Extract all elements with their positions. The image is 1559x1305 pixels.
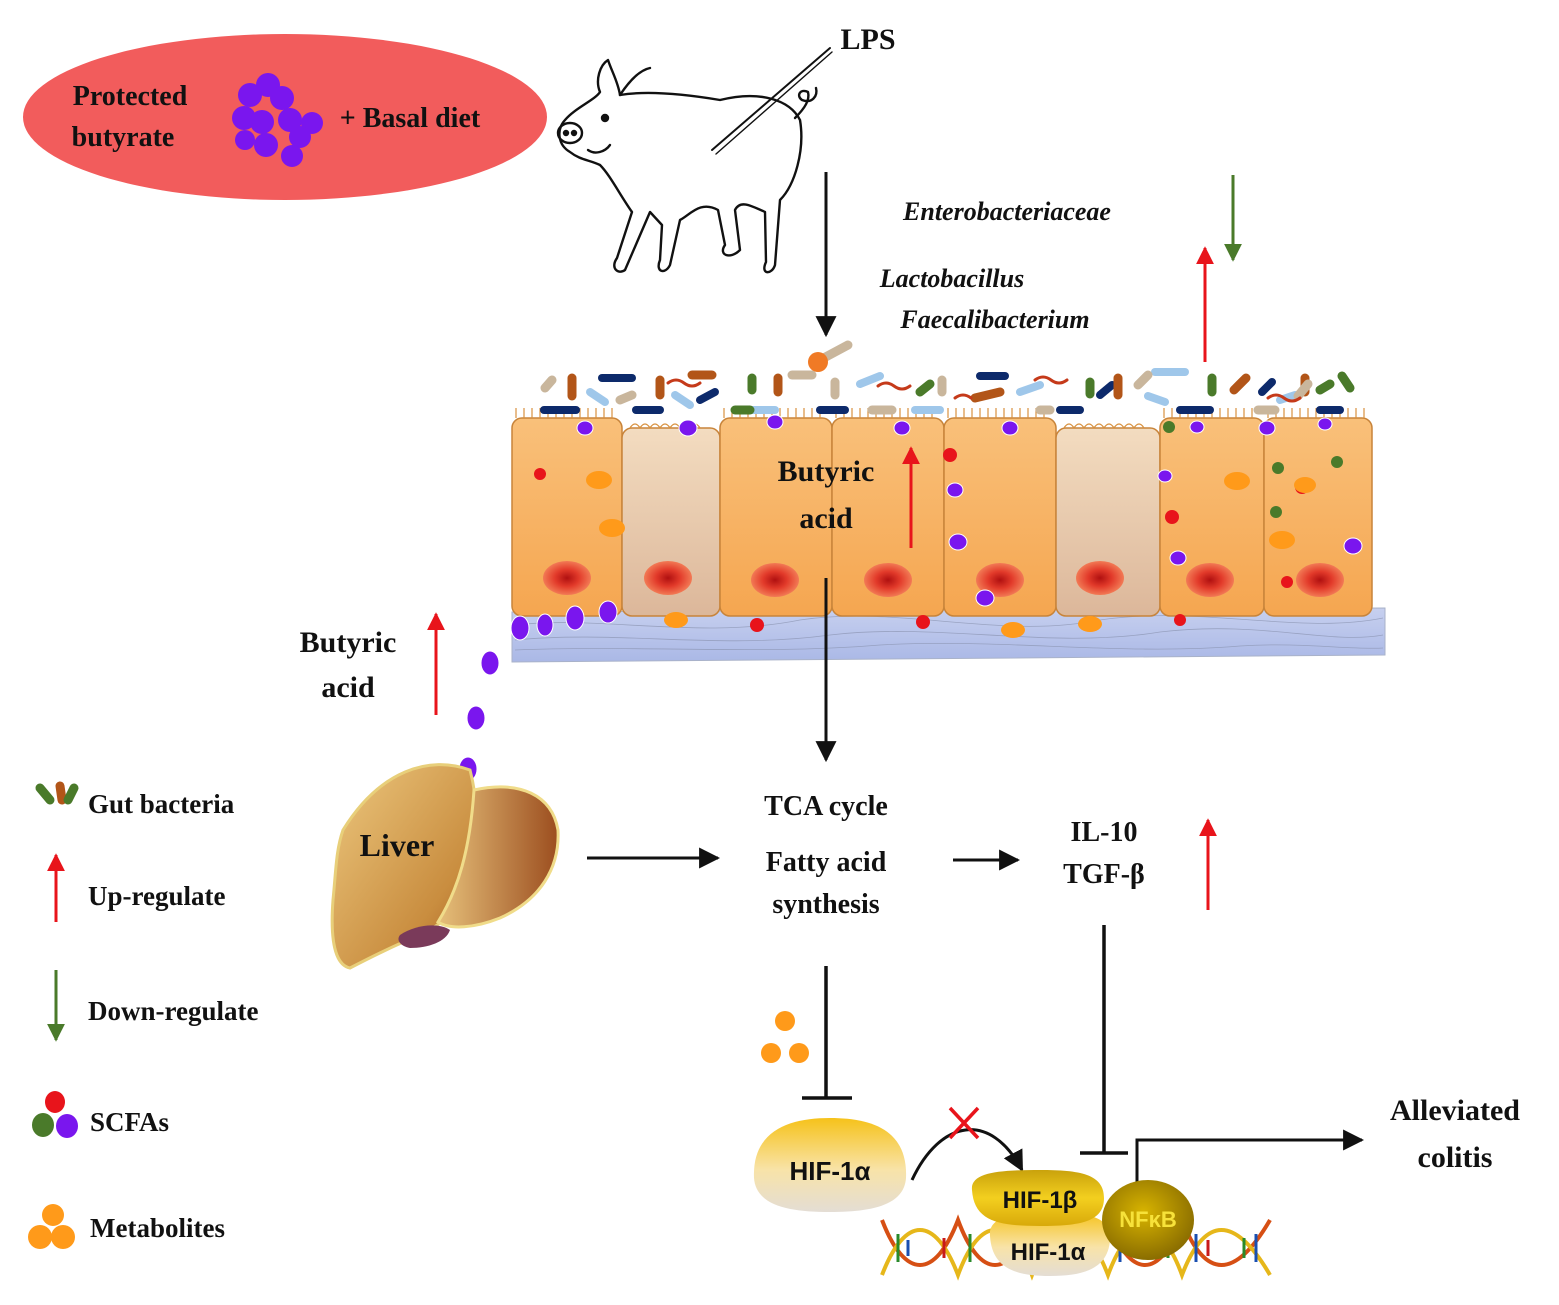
inhibit-metabolism-to-hif1a	[802, 966, 852, 1100]
butyrate-transport-dots	[458, 600, 618, 782]
nuclei	[543, 561, 1344, 597]
arrow-to-alleviated-colitis	[1135, 1129, 1365, 1195]
diet-label-line1: Protected	[73, 81, 188, 112]
gut-bacteria-icon	[35, 781, 79, 805]
arrow-hif1a-translocation	[910, 1128, 1024, 1181]
legend-label-metabolites: Metabolites	[90, 1213, 225, 1243]
gut-butyric-label-2: acid	[799, 502, 853, 535]
bacteria-up-label-1: Lactobacillus	[879, 264, 1024, 293]
inhibit-cytokines-to-nfkb	[1080, 925, 1128, 1155]
metabolism-line2: Fatty acid	[766, 847, 887, 878]
legend-label-gut-bacteria: Gut bacteria	[88, 789, 235, 819]
hif-complex	[971, 1170, 1111, 1276]
outcome-line2: colitis	[1418, 1141, 1493, 1174]
cytokine-line1: IL-10	[1071, 817, 1138, 848]
legend-label-up-regulate: Up-regulate	[88, 881, 225, 911]
liver-butyric-label-1: Butyric	[300, 626, 397, 659]
lps-label: LPS	[840, 23, 895, 56]
pig-icon	[556, 47, 833, 274]
nfkb-label: NFκB	[1119, 1207, 1176, 1232]
basal-diet-label: + Basal diet	[340, 103, 481, 134]
gut-epithelium: Butyric acid	[511, 340, 1386, 663]
legend-label-scfas: SCFAs	[90, 1107, 169, 1137]
blocked-cross-icon	[948, 1106, 980, 1140]
metabolites-icon	[28, 1204, 75, 1249]
legend-label-down-regulate: Down-regulate	[88, 996, 258, 1026]
luminal-bacteria	[540, 340, 1355, 415]
liver-butyric-label-2: acid	[321, 671, 375, 704]
nfkb-protein	[1102, 1180, 1194, 1260]
hif1b-label: HIF-1β	[1003, 1187, 1078, 1214]
epithelial-cells	[511, 417, 1373, 617]
bacteria-up-label-2: Faecalibacterium	[899, 305, 1089, 334]
scfa-dots	[534, 414, 1363, 638]
diet-ellipse-group: Protected butyrate + Basal diet	[23, 34, 547, 200]
legend: Gut bacteria Up-regulate Down-regulate S…	[28, 781, 258, 1249]
metabolism-line1: TCA cycle	[764, 791, 888, 822]
hif1a-free-protein	[753, 1118, 907, 1212]
liver-label: Liver	[360, 827, 435, 863]
diet-label-line2: butyrate	[72, 122, 175, 153]
scfa-icon	[32, 1091, 78, 1138]
butyrate-cluster-icon	[232, 73, 323, 167]
metabolism-line3: synthesis	[772, 889, 879, 920]
liver-icon	[330, 763, 560, 970]
hif1a-bound-label: HIF-1α	[1011, 1239, 1086, 1266]
gut-butyric-label-1: Butyric	[778, 455, 875, 488]
metabolites-cluster-icon	[761, 1011, 809, 1063]
cytokine-line2: TGF-β	[1063, 859, 1145, 890]
outcome-line1: Alleviated	[1390, 1094, 1520, 1127]
hif1a-free-label: HIF-1α	[790, 1156, 871, 1186]
bacteria-down-label: Enterobacteriaceae	[902, 197, 1111, 226]
